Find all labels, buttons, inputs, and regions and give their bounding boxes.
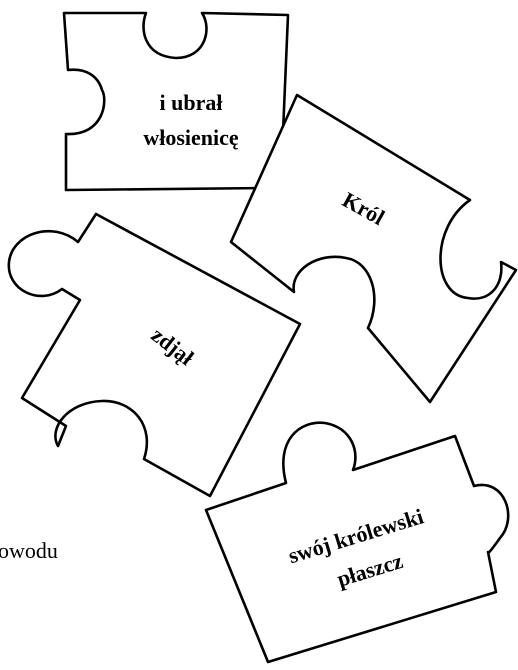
stray-text: owodu — [0, 538, 58, 563]
piece-line: i ubrał — [160, 90, 223, 115]
puzzle-piece-i-ubral: i ubrał włosienicę — [64, 13, 288, 190]
piece-line: włosienicę — [143, 125, 239, 150]
puzzle-piece-plaszcz: swój królewski płaszcz — [206, 423, 508, 662]
